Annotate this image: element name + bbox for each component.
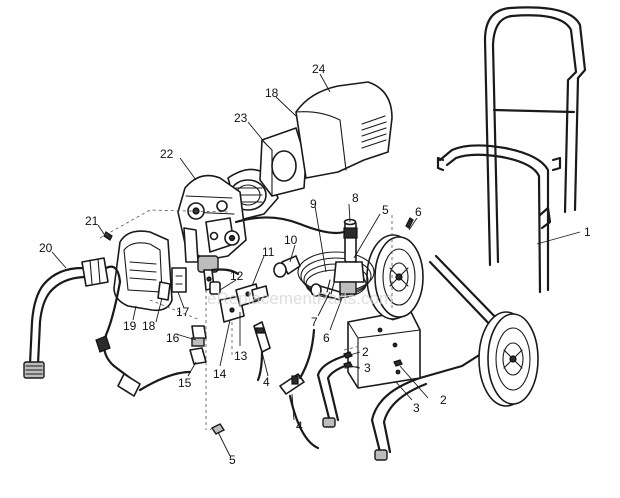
callout-8: 8 [352,191,359,205]
callout-13: 13 [234,349,248,363]
callout-14: 14 [213,367,227,381]
wheel-upper [366,234,424,320]
callout-4-upper: 4 [263,375,270,389]
callout-3-plate: 3 [413,401,420,415]
motor-cover-24 [295,81,393,179]
callout-7: 7 [311,315,318,329]
callout-18-cover: 18 [265,86,279,100]
callout-17: 17 [176,305,190,319]
leader-lines [51,73,581,457]
callout-19: 19 [123,319,137,333]
callout-21: 21 [85,214,99,228]
callout-4-lower: 4 [296,419,303,433]
high-pressure-hose [210,216,346,450]
callout-6-lower: 6 [323,331,330,345]
callout-23: 23 [234,111,248,125]
bracket-23 [259,127,307,197]
callout-12: 12 [230,269,244,283]
callout-6-upper: 6 [415,205,422,219]
callout-5-upper: 5 [382,203,389,217]
callout-15: 15 [178,376,192,390]
watermark: eReplacementParts.com [207,289,393,308]
callout-3-small: 3 [364,361,371,375]
callout-2-small: 2 [362,345,369,359]
callout-10: 10 [284,233,298,247]
wheel-lower [478,311,539,407]
suction-tube-20 [23,257,109,379]
return-hose [95,265,192,397]
callout-11: 11 [262,245,275,259]
cart-frame [316,6,587,461]
callout-22: 22 [160,147,174,161]
callout-16: 16 [166,331,180,345]
callout-24: 24 [312,62,326,76]
assembly-lines [99,209,393,431]
callout-2-plate: 2 [440,393,447,407]
screw-21 [103,231,113,241]
callout-5-lower: 5 [229,453,236,467]
callouts: 1 2 2 3 3 4 4 5 5 6 6 7 8 9 10 11 12 13 … [39,62,591,467]
callout-18-clip: 18 [142,319,156,333]
callout-1: 1 [584,225,591,239]
callout-20: 20 [39,241,53,255]
motor-assembly [177,168,279,291]
callout-9: 9 [310,197,317,211]
